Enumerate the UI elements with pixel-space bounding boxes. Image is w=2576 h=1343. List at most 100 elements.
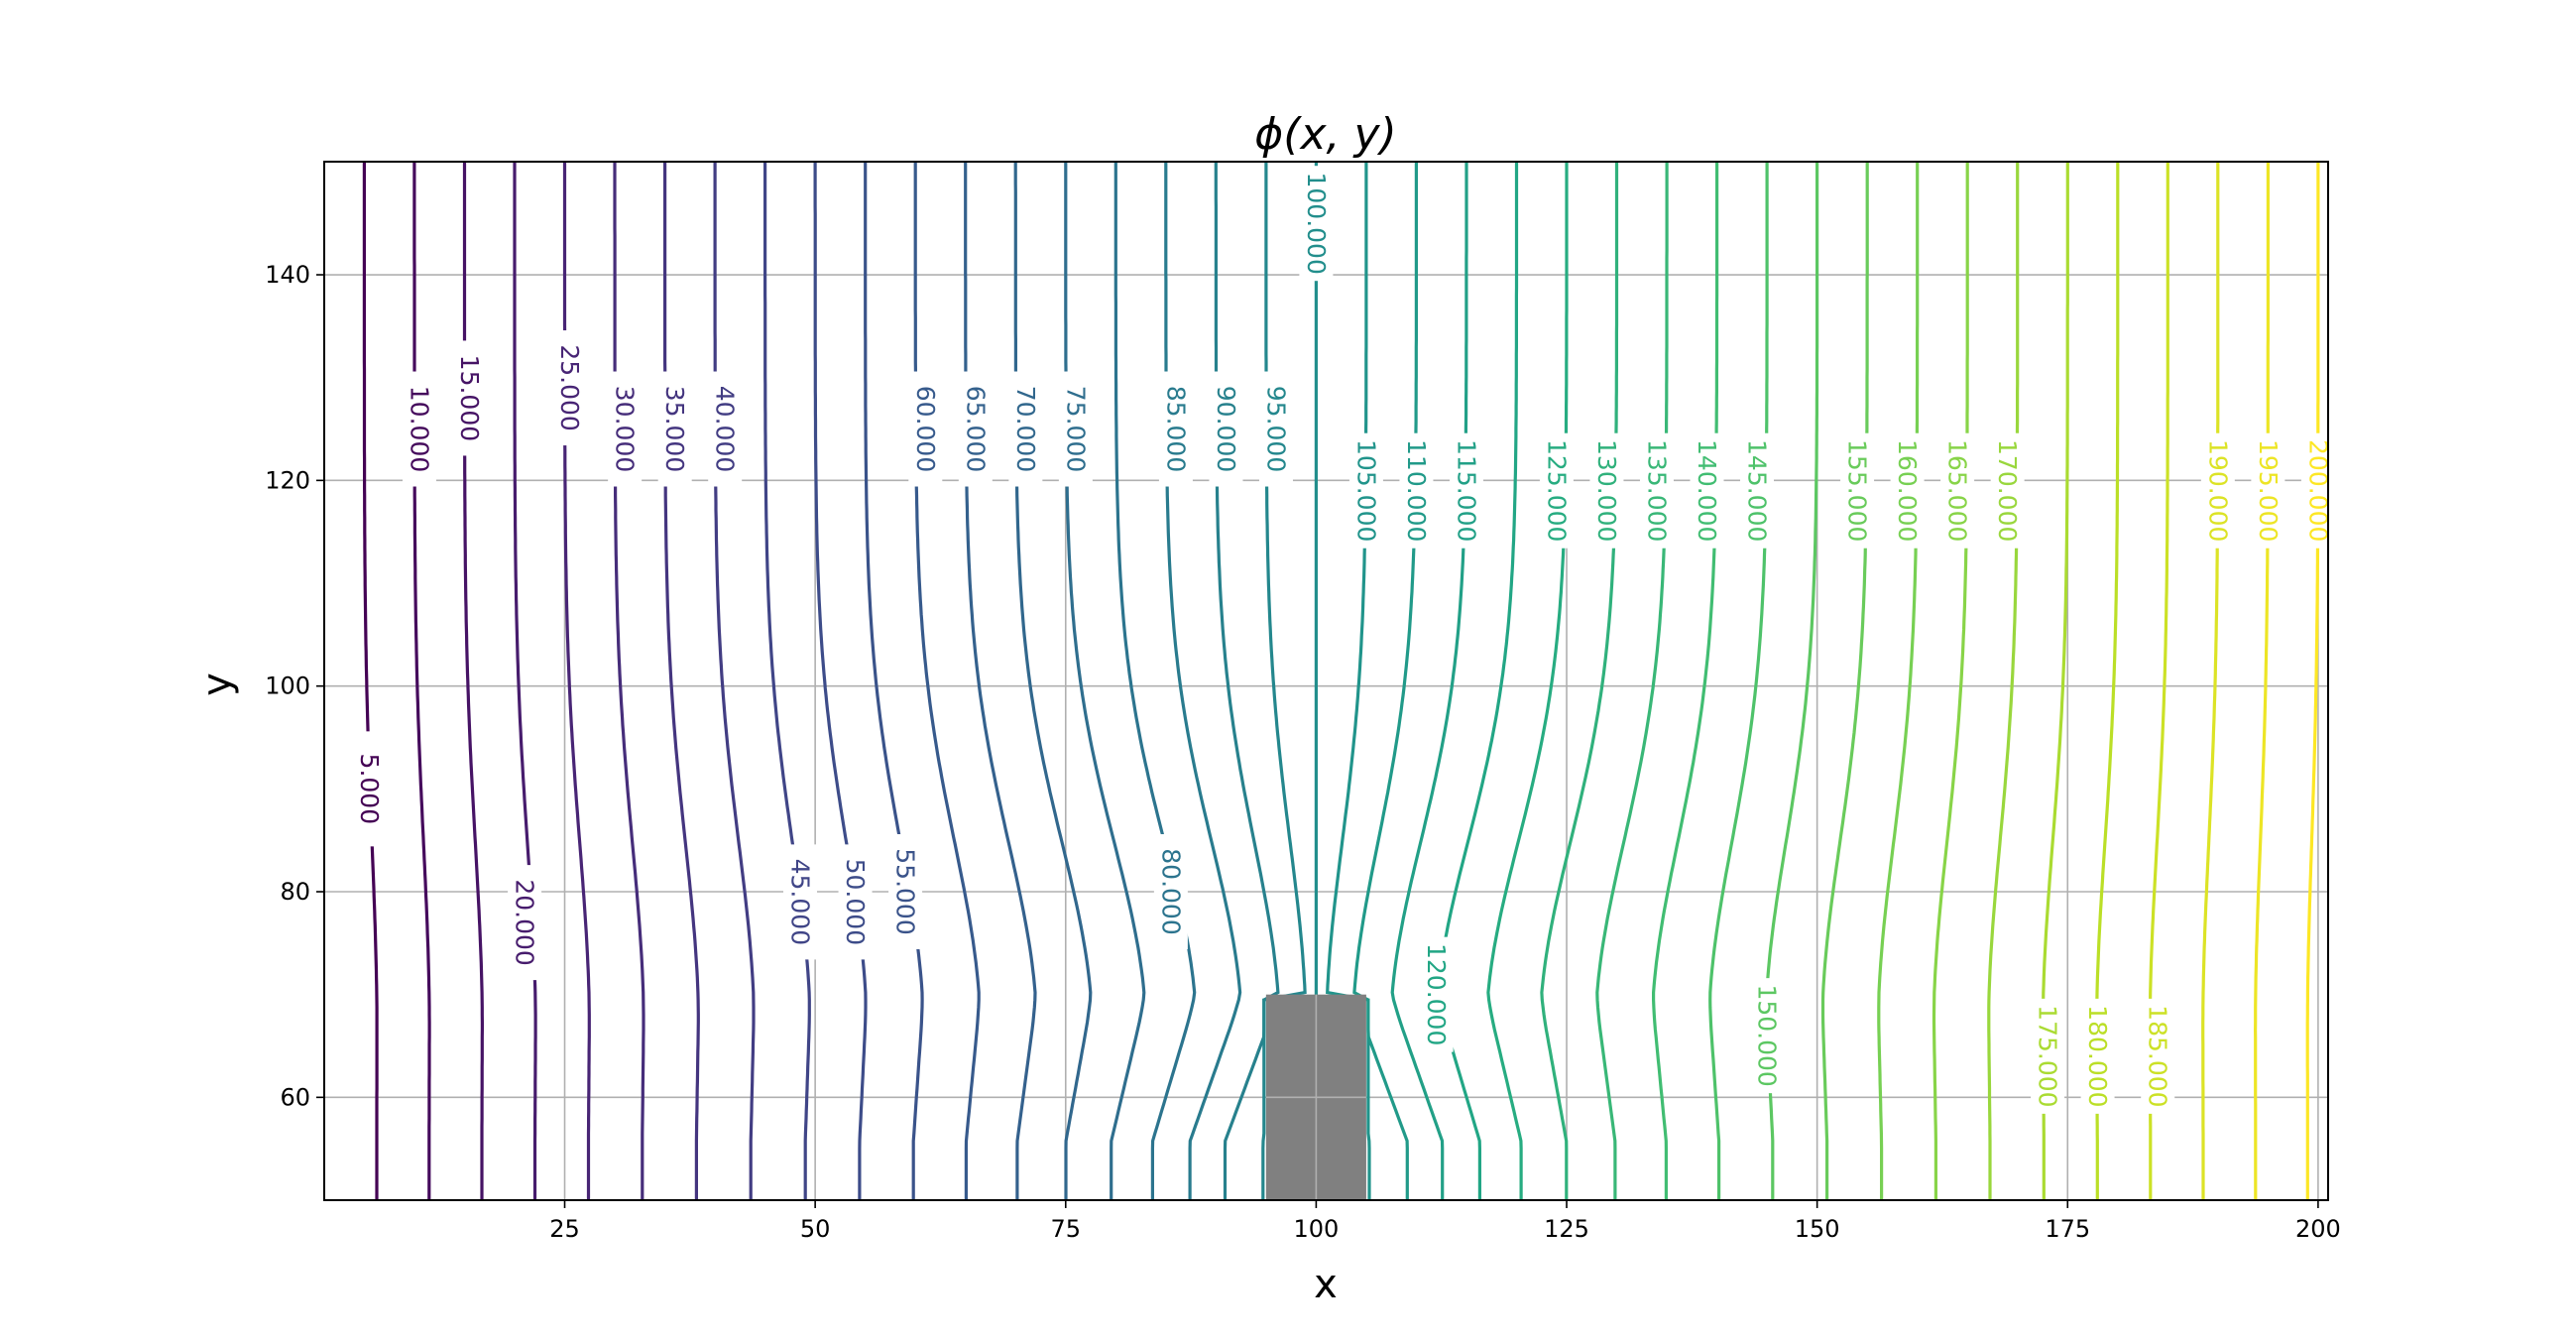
contour-label-bg <box>352 731 387 847</box>
chart-title: ϕ(x, y) <box>1254 109 1396 160</box>
contour-line <box>613 162 645 1200</box>
contour-label-bg <box>508 865 542 981</box>
y-tick-label: 140 <box>265 261 310 289</box>
contour-label: 120.000 <box>1422 943 1451 1045</box>
contour-line <box>1708 162 1769 1200</box>
contour-label-bg <box>1890 432 1925 549</box>
contour-label: 165.000 <box>1943 439 1972 542</box>
contour-label: 105.000 <box>1351 439 1380 542</box>
contour-label: 50.000 <box>841 859 870 945</box>
x-tick-label: 125 <box>1544 1215 1589 1243</box>
contour-label: 150.000 <box>1753 984 1782 1086</box>
x-axis-label: x <box>1314 1262 1338 1307</box>
contour-label: 95.000 <box>1261 386 1290 472</box>
contour-label: 140.000 <box>1693 439 1721 542</box>
contour-label: 115.000 <box>1452 439 1480 542</box>
contour-label: 65.000 <box>961 386 990 472</box>
contour-label-bg <box>552 330 587 446</box>
contour-label: 195.000 <box>2254 439 2283 542</box>
contour-line <box>513 162 537 1200</box>
contour-line <box>1987 162 2020 1200</box>
contour-label: 155.000 <box>1843 439 1872 542</box>
contour-label-bg <box>1419 936 1454 1052</box>
contour-label-bg <box>2300 432 2328 549</box>
contour-label-bg <box>1209 371 1243 487</box>
contour-label: 80.000 <box>1156 848 1185 934</box>
contour-label-bg <box>958 371 993 487</box>
contour-label-bg <box>452 340 487 456</box>
contour-label: 110.000 <box>1402 439 1431 542</box>
contour-line <box>913 162 981 1200</box>
contour-line <box>1064 162 1146 1200</box>
contour-label-bg <box>2031 998 2065 1114</box>
contour-label: 60.000 <box>911 386 940 472</box>
contour-label-bg <box>1058 371 1093 487</box>
contour-label: 10.000 <box>405 386 433 472</box>
contour-label-bg <box>1639 432 1674 549</box>
contour-line <box>562 162 591 1200</box>
contour-label: 85.000 <box>1161 386 1190 472</box>
contour-label-bg <box>1690 432 1724 549</box>
contour-label-bg <box>888 834 923 950</box>
contour-line <box>964 162 1037 1200</box>
contour-label-bg <box>1299 166 1334 282</box>
plot-frame <box>323 161 2329 1201</box>
contour-label-bg <box>1158 371 1193 487</box>
y-tick-label: 100 <box>265 672 310 700</box>
contour-label-bg <box>1008 371 1043 487</box>
contour-label-bg <box>1990 432 2025 549</box>
y-tick-label: 120 <box>265 466 310 494</box>
contour-label-bg <box>2141 998 2175 1114</box>
contour-label-bg <box>1539 432 1574 549</box>
contour-label: 160.000 <box>1893 439 1922 542</box>
contour-line <box>713 162 756 1200</box>
contour-label: 135.000 <box>1642 439 1671 542</box>
contour-label: 55.000 <box>891 848 920 934</box>
contour-label-bg <box>1153 834 1188 950</box>
contour-line <box>1013 162 1093 1200</box>
x-tick-label: 50 <box>800 1215 831 1243</box>
contour-line <box>1595 162 1669 1200</box>
contour-line <box>362 162 379 1200</box>
contour-line <box>663 162 700 1200</box>
contour-label-bg <box>402 371 436 487</box>
contour-label: 40.000 <box>711 386 740 472</box>
contour-label: 125.000 <box>1542 439 1571 542</box>
contour-label: 170.000 <box>1993 439 2022 542</box>
contour-label-bg <box>908 371 943 487</box>
contour-line <box>1390 162 1468 1200</box>
contour-label-bg <box>838 844 873 960</box>
contour-label: 30.000 <box>611 386 640 472</box>
contour-line <box>1164 162 1242 1200</box>
x-tick-label: 75 <box>1050 1215 1081 1243</box>
contour-label-bg <box>2080 998 2115 1114</box>
contour-label-bg <box>1940 432 1975 549</box>
contour-label-bg <box>657 371 692 487</box>
contour-label-bg <box>1589 432 1624 549</box>
contour-label-bg <box>1348 432 1383 549</box>
contour-line <box>1540 162 1619 1200</box>
contour-line <box>763 162 811 1200</box>
x-tick-label: 100 <box>1293 1215 1339 1243</box>
contour-label: 175.000 <box>2034 1005 2062 1107</box>
contour-label: 145.000 <box>1743 439 1772 542</box>
contour-line <box>1932 162 1969 1200</box>
contour-line <box>2253 162 2270 1200</box>
contour-line <box>813 162 868 1200</box>
text-labels: ϕ(x, y) x y <box>194 109 1397 1307</box>
contour-label: 180.000 <box>2083 1005 2112 1107</box>
obstacle-block <box>1265 994 1366 1200</box>
contour-line <box>2305 162 2320 1200</box>
x-tick-label: 150 <box>1795 1215 1840 1243</box>
contour-label: 35.000 <box>660 386 689 472</box>
contour-line <box>1652 162 1719 1200</box>
contour-label: 90.000 <box>1212 386 1240 472</box>
y-axis-label: y <box>194 672 240 696</box>
contour-label-bg <box>1840 432 1875 549</box>
contour-label: 45.000 <box>785 859 814 945</box>
contour-label-bg <box>782 844 817 960</box>
